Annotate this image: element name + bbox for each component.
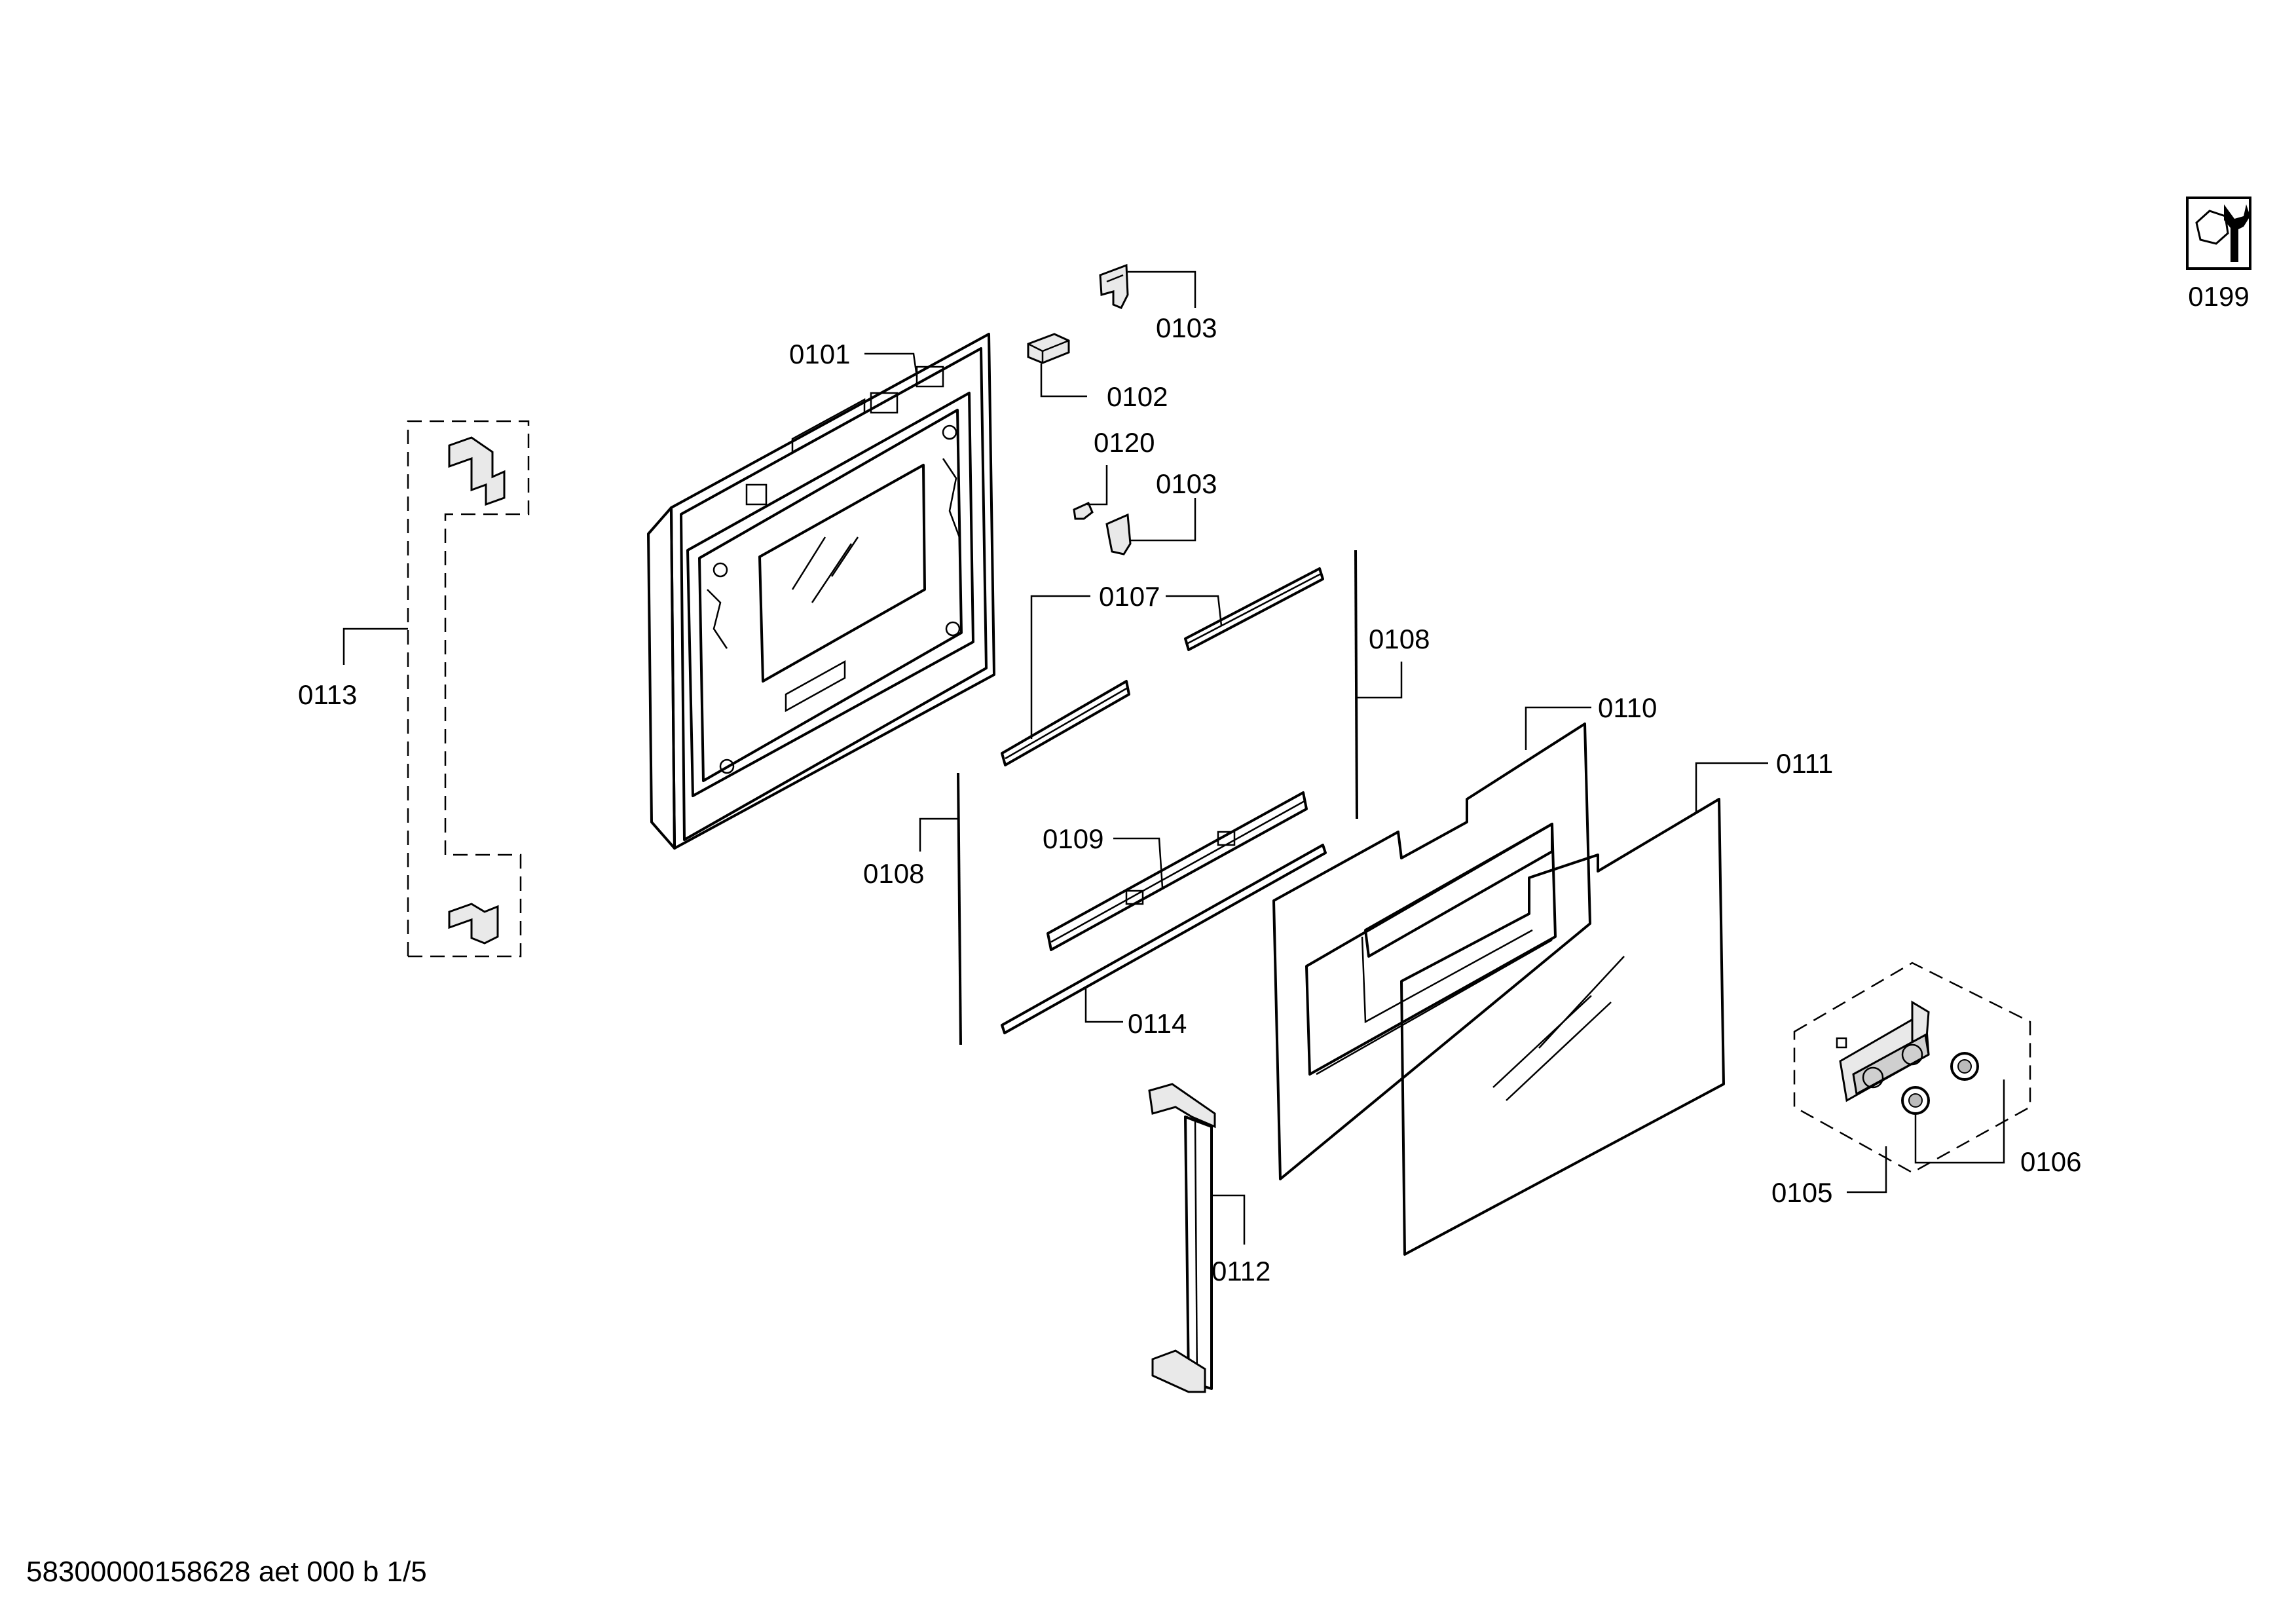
- part-0113-hinge-set: [407, 420, 530, 958]
- leader-0103b: [1130, 498, 1196, 542]
- part-0110-inner-glass: [1272, 723, 1591, 1180]
- part-0103-bracket-mid: [1105, 513, 1132, 555]
- part-0103-bracket-top: [1099, 263, 1129, 309]
- leader-0107b: [1166, 595, 1223, 626]
- label-0199: 0199: [2188, 281, 2249, 312]
- label-0101: 0101: [789, 339, 850, 369]
- label-0103b: 0103: [1156, 468, 1217, 499]
- leader-0105: [1847, 1146, 1887, 1193]
- part-0106-knobs: [1901, 1052, 1979, 1115]
- leader-0107a: [1030, 595, 1090, 739]
- part-0105-control-assembly: [1793, 962, 2031, 1174]
- leader-0110: [1525, 706, 1591, 750]
- part-0112-handle: [1148, 1083, 1216, 1393]
- label-0113: 0113: [298, 679, 357, 710]
- part-0114-strip: [1001, 844, 1327, 1034]
- label-0120: 0120: [1094, 427, 1155, 458]
- nut-and-wrench-icon: [2186, 197, 2251, 270]
- leader-0111: [1695, 762, 1768, 812]
- label-0114: 0114: [1128, 1008, 1187, 1039]
- part-0101-door-inner-frame: [647, 333, 995, 850]
- label-0107: 0107: [1099, 581, 1160, 612]
- label-0106: 0106: [2020, 1146, 2081, 1177]
- label-0109: 0109: [1043, 823, 1103, 854]
- leader-0103a: [1128, 271, 1196, 308]
- leader-0112: [1212, 1194, 1246, 1245]
- label-0112: 0112: [1212, 1256, 1270, 1286]
- label-0103a: 0103: [1156, 312, 1217, 343]
- leader-0108b: [1357, 662, 1403, 699]
- part-0108-rod-left: [957, 772, 962, 1045]
- part-0111-outer-glass: [1400, 798, 1725, 1256]
- leader-0114: [1084, 988, 1123, 1023]
- leader-0108a: [919, 817, 959, 852]
- leader-0113: [343, 628, 408, 665]
- part-0102-block: [1027, 333, 1070, 364]
- label-0108b: 0108: [1369, 624, 1430, 654]
- part-0120-clip: [1073, 502, 1094, 520]
- leader-0101: [864, 352, 918, 377]
- leader-0120: [1087, 465, 1108, 506]
- leader-0109: [1113, 837, 1164, 888]
- leader-0106: [1914, 1079, 2005, 1164]
- document-id: 58300000158628 aet 000 b 1/5: [26, 1556, 427, 1588]
- leader-0102: [1040, 364, 1087, 398]
- label-0102: 0102: [1107, 381, 1168, 412]
- part-0107-strips: [1001, 567, 1324, 766]
- label-0111: 0111: [1776, 748, 1833, 779]
- label-0108a: 0108: [863, 858, 924, 889]
- part-0109-bar: [1046, 791, 1308, 951]
- part-0108-rod-right: [1354, 550, 1358, 819]
- label-0110: 0110: [1598, 692, 1657, 723]
- label-0105: 0105: [1771, 1177, 1832, 1208]
